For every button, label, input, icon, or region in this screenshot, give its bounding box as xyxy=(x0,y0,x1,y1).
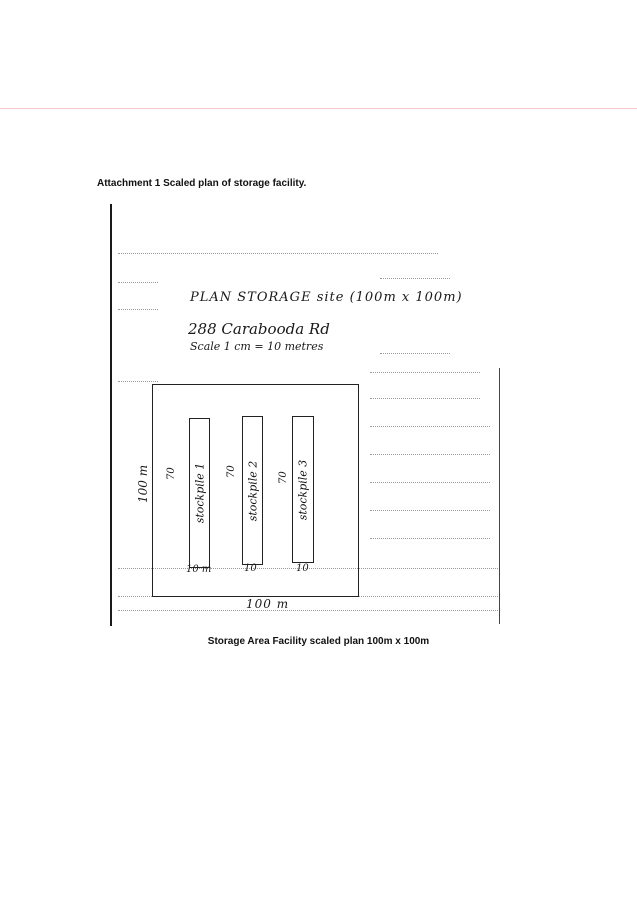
right-margin-line xyxy=(499,368,500,624)
site-boundary xyxy=(152,384,359,597)
stockpile-2: stockpile 2 xyxy=(242,416,263,565)
stockpile-2-label: stockpile 2 xyxy=(246,460,259,521)
plan-scale: Scale 1 cm = 10 metres xyxy=(190,340,324,353)
attachment-heading: Attachment 1 Scaled plan of storage faci… xyxy=(97,178,307,189)
stockpile-1-length: 70 xyxy=(166,467,177,480)
site-width-label: 100 m xyxy=(246,597,290,611)
site-height-label: 100 m xyxy=(136,464,150,503)
stockpile-1-width: 10 m xyxy=(186,564,212,575)
figure-caption: Storage Area Facility scaled plan 100m x… xyxy=(207,636,430,647)
stockpile-3-label: stockpile 3 xyxy=(296,459,310,520)
stockpile-3-length: 70 xyxy=(278,471,289,484)
stockpile-1: stockpile 1 xyxy=(189,418,210,568)
left-margin-line xyxy=(110,204,112,626)
stockpile-2-width: 10 xyxy=(244,563,257,574)
plan-title: PLAN STORAGE site (100m x 100m) xyxy=(190,290,463,305)
stockpile-1-label: stockpile 1 xyxy=(193,462,206,524)
stockpile-3-width: 10 xyxy=(296,563,309,574)
stockpile-3: stockpile 3 xyxy=(292,416,314,563)
page-rule xyxy=(0,108,637,109)
plan-address: 288 Carabooda Rd xyxy=(188,320,330,338)
stockpile-2-length: 70 xyxy=(226,465,237,478)
